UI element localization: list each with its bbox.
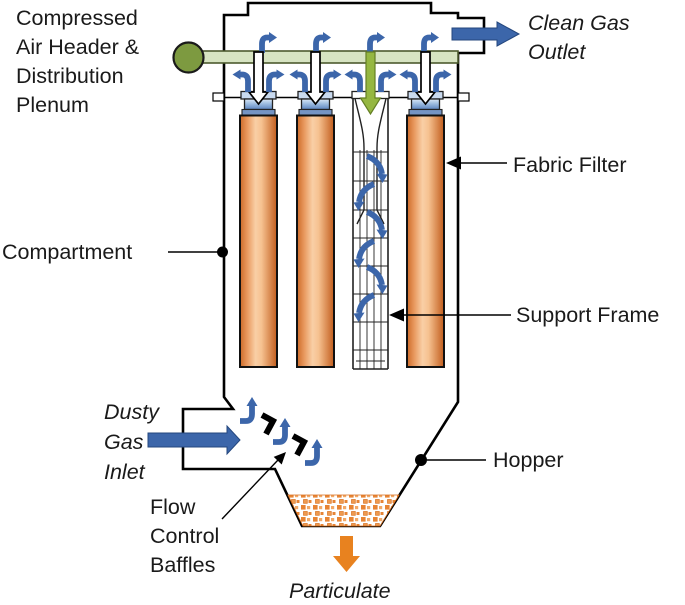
- air-header-pipe: [195, 50, 459, 64]
- label-baffles-line3: Baffles: [150, 553, 215, 577]
- label-hopper: Hopper: [493, 448, 564, 472]
- label-baffles-line2: Control: [150, 524, 219, 548]
- label-dusty-gas-line3: Inlet: [104, 460, 146, 484]
- filter-bag-station-4: [399, 51, 452, 368]
- label-compartment: Compartment: [2, 240, 132, 264]
- inlet-flow-arrows: [240, 397, 323, 466]
- label-compressed-air-line3: Distribution: [16, 64, 124, 88]
- label-dusty-gas-line2: Gas: [104, 430, 144, 454]
- filter-bag-station-2: [289, 51, 342, 368]
- baffle-2: [291, 433, 309, 457]
- leaders: [168, 156, 511, 520]
- venturi-left: [354, 98, 365, 225]
- plenum-clean-gas-arrows: [259, 32, 439, 53]
- pulse-nozzle-arrow-4: [414, 51, 437, 106]
- hopper-dot: [415, 454, 427, 466]
- label-compressed-air-line2: Air Header &: [16, 35, 139, 59]
- baffle-1: [260, 412, 278, 436]
- particulate-arrow: [333, 536, 360, 572]
- clean-gas-outlet-arrow: [451, 21, 521, 47]
- label-particulate: Particulate: [289, 579, 391, 603]
- label-compressed-air-line4: Plenum: [16, 93, 89, 117]
- label-clean-gas-line2: Outlet: [528, 40, 586, 64]
- venturi-right: [376, 98, 387, 225]
- pulse-nozzle-arrow-2: [304, 51, 327, 106]
- label-fabric-filter: Fabric Filter: [513, 153, 626, 177]
- air-header-circle: [172, 41, 205, 74]
- dusty-gas-inlet-arrow: [147, 424, 241, 456]
- compartment-dot: [217, 246, 228, 258]
- filter-bag-station-1: [232, 51, 285, 368]
- label-baffles-line1: Flow: [150, 495, 196, 519]
- particulate-fill: [287, 494, 400, 527]
- support-frame-station: [344, 51, 397, 370]
- tube-sheet-tab-right: [457, 92, 470, 102]
- pulse-nozzle-arrow-1: [247, 51, 270, 106]
- support-frame-arrowhead: [389, 308, 404, 322]
- diagram-labels: Compressed Air Header & Distribution Ple…: [2, 6, 659, 603]
- label-compressed-air-line1: Compressed: [16, 6, 138, 30]
- baffles-leader: [221, 459, 279, 520]
- label-dusty-gas-line1: Dusty: [104, 400, 160, 424]
- fabric-filter-arrowhead: [446, 156, 461, 170]
- cage-flow-arrows: [353, 153, 388, 322]
- label-support-frame: Support Frame: [516, 303, 659, 327]
- fabric-filter-bag-2: [296, 114, 335, 368]
- fabric-filter-bag-4: [406, 114, 445, 368]
- fabric-filter-bag-1: [239, 114, 278, 368]
- pulse-air-arrow-green: [359, 51, 382, 116]
- flow-control-baffles: [260, 412, 309, 457]
- label-clean-gas-line1: Clean Gas: [528, 11, 630, 35]
- tube-sheet-tab-left: [212, 92, 225, 102]
- baffles-arrowhead: [273, 452, 286, 465]
